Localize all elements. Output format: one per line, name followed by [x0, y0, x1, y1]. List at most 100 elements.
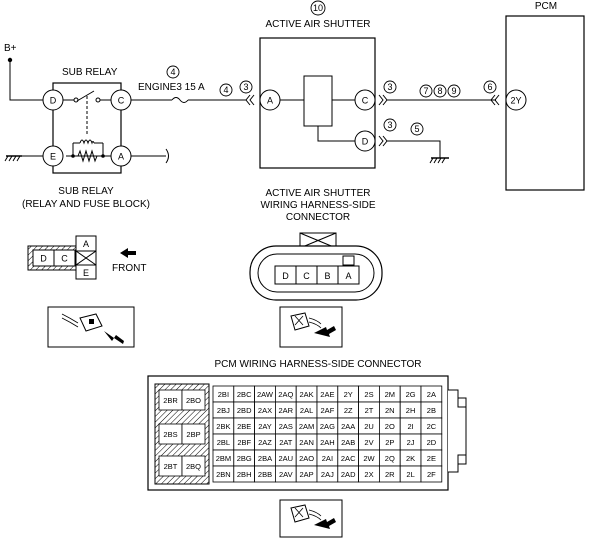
pcm-connector-title: PCM WIRING HARNESS-SIDE CONNECTOR: [214, 359, 421, 370]
b-plus-label: B+: [4, 43, 17, 54]
pcm-pin-2at: 2AT: [279, 438, 293, 447]
pcm-pin-2i: 2I: [407, 422, 413, 431]
pcm-pin-2bk: 2BK: [216, 422, 230, 431]
shutter-connector-pin-d: D: [282, 271, 289, 281]
fuse-label: ENGINE3 15 A: [138, 82, 205, 93]
pcm-pin-2ax: 2AX: [258, 406, 272, 415]
fuse-symbol: [171, 97, 189, 103]
pcm-pin-2be: 2BE: [237, 422, 251, 431]
pcm-pin-2ab: 2AB: [341, 438, 355, 447]
pcm-pin-2o: 2O: [385, 422, 395, 431]
relay-terminal-a-label: A: [118, 152, 124, 162]
pcm-pin-2bl: 2BL: [217, 438, 230, 447]
pcm-pin-2an: 2AN: [299, 438, 314, 447]
shutter-connector-pin-b: B: [324, 271, 330, 281]
pcm-title: PCM: [535, 1, 557, 12]
pcm-pin-2bf: 2BF: [237, 438, 251, 447]
b-plus-wire: [9, 60, 43, 101]
relay-resistor: [77, 149, 98, 163]
pcm-pin-2bd: 2BD: [237, 406, 252, 415]
wire-4-circle: [219, 83, 233, 97]
pcm-pin-2bp-cell: [181, 423, 206, 445]
pcm-pin-2ah: 2AH: [320, 438, 335, 447]
front-arrow-icon: [120, 248, 136, 258]
pcm-pin-2bm: 2BM: [216, 454, 231, 463]
shutter-terminal-d-label: D: [362, 137, 369, 147]
relay-contact-left: [73, 97, 79, 103]
pcm-pin-2aq: 2AQ: [278, 390, 293, 399]
relay-connector-pin-c: C: [61, 254, 68, 264]
wire-5-circle: [410, 122, 424, 136]
pcm-pin-2x: 2X: [364, 470, 373, 479]
pcm-pin-2ad: 2AD: [341, 470, 356, 479]
pcm-pin-2d: 2D: [427, 438, 437, 447]
relay-contact-right: [95, 97, 101, 103]
shutter-connector-title-2: WIRING HARNESS-SIDE: [260, 200, 375, 211]
sub-relay-box: [52, 82, 122, 174]
shutter-ground-hatch: [429, 157, 446, 164]
relay-terminal-e-label: E: [50, 152, 56, 162]
pcm-pin-2bo: 2BO: [186, 396, 201, 405]
relay-connector-pin-d: D: [40, 254, 47, 264]
pcm-pin-2k: 2K: [406, 454, 415, 463]
pcm-pin-2bt: 2BT: [164, 462, 178, 471]
pcm-pin-2ac: 2AC: [341, 454, 356, 463]
pcm-pin-2n: 2N: [385, 406, 395, 415]
pcm-pin-2p: 2P: [385, 438, 394, 447]
wire-6-label: 6: [487, 82, 492, 92]
connector-mark-pcm: [490, 94, 500, 106]
wire-8-circle: [433, 84, 447, 98]
pcm-pin-2bo-cell: [181, 389, 206, 411]
pcm-pin-2ap: 2AP: [300, 470, 314, 479]
pcm-pin-2q: 2Q: [385, 454, 395, 463]
pcm-pin-2af: 2AF: [321, 406, 335, 415]
pcm-pin-2b: 2B: [427, 406, 436, 415]
relay-connector-pin-e: E: [83, 268, 89, 278]
pcm-pin-2bq-cell: [181, 455, 206, 477]
pcm-pin-2ba: 2BA: [258, 454, 272, 463]
pcm-pin-2l: 2L: [406, 470, 414, 479]
pcm-pin-2s: 2S: [364, 390, 373, 399]
pcm-pin-2ar: 2AR: [279, 406, 294, 415]
pcm-pin-2bs: 2BS: [163, 430, 177, 439]
pcm-pin-2z: 2Z: [344, 406, 353, 415]
relay-connector-pin-a: A: [83, 239, 89, 249]
pcm-pin-2ag: 2AG: [320, 422, 335, 431]
relay-connector-face: [27, 235, 97, 280]
pcm-pin-2e: 2E: [427, 454, 436, 463]
pcm-terminal-2y-label: 2Y: [510, 96, 521, 106]
pcm-pin-2r: 2R: [385, 470, 395, 479]
pcm-pin-2j: 2J: [407, 438, 415, 447]
pcm-terminal-2y: [505, 89, 527, 111]
shutter-wire-d: [317, 126, 355, 142]
shutter-circle: [310, 0, 326, 16]
shutter-title: ACTIVE AIR SHUTTER: [265, 19, 370, 30]
wire-6-circle: [483, 80, 497, 94]
relay-node-right: [101, 154, 105, 158]
pcm-pin-2bp: 2BP: [186, 430, 200, 439]
pcm-connector-view-icon: [279, 499, 343, 538]
pcm-pin-2bn: 2BN: [216, 470, 231, 479]
pcm-pin-2bc: 2BC: [237, 390, 252, 399]
pcm-pin-2as: 2AS: [279, 422, 293, 431]
pcm-pin-2h: 2H: [406, 406, 416, 415]
relay-a-wire-break: [165, 148, 169, 164]
connector-mark-shutter-a: [245, 94, 255, 106]
pcm-pin-2al: 2AL: [300, 406, 313, 415]
fuse-circle: [166, 65, 180, 79]
pcm-pin-2c: 2C: [427, 422, 437, 431]
shutter-connector-pin-c: C: [303, 271, 310, 281]
shutter-connector-pins: D C B A: [274, 265, 360, 285]
wire-8-label: 8: [437, 86, 442, 96]
fuse-circle-label: 4: [170, 67, 175, 77]
connector-mark-shutter-d: [378, 135, 388, 147]
pcm-pin-2m: 2M: [385, 390, 395, 399]
sub-relay-caption-line2: (RELAY AND FUSE BLOCK): [22, 199, 150, 210]
relay-switch-arm: [76, 90, 95, 102]
wire-3-right-label: 3: [387, 82, 392, 92]
pcm-pin-2f-cell: [420, 465, 443, 483]
pcm-pin-2bh: 2BH: [237, 470, 252, 479]
